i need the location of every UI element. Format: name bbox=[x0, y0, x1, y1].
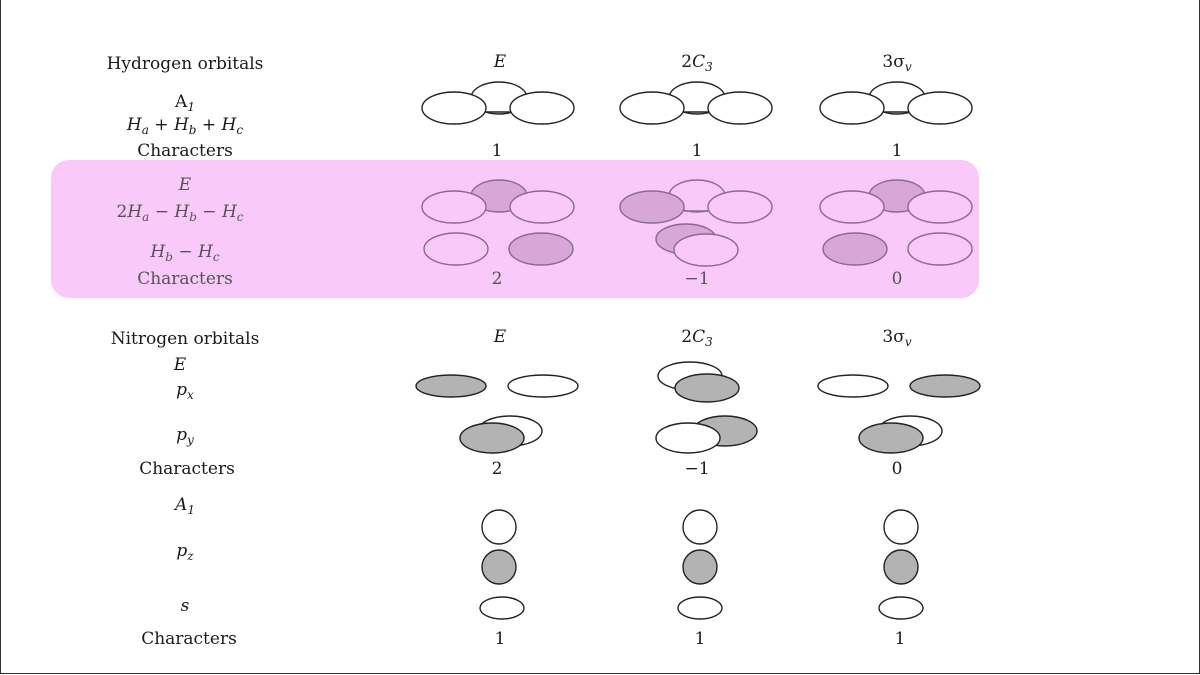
h-e-char-sigma: 0 bbox=[891, 269, 903, 289]
h-e-orbital-2-c3 bbox=[655, 223, 739, 267]
h-e-combination-2: Hb − Hc bbox=[150, 242, 220, 264]
n-a1-char-sigma: 1 bbox=[894, 629, 906, 649]
n-e-char-sigma: 0 bbox=[891, 459, 903, 479]
h-e-label: E bbox=[178, 175, 192, 195]
h-a1-char-e: 1 bbox=[491, 141, 503, 161]
n-py-label: py bbox=[176, 425, 194, 447]
h-e-orbital-1-e bbox=[421, 179, 575, 224]
h-e-orbital-1-sigma bbox=[819, 179, 973, 224]
nitrogen-orbitals-title: Nitrogen orbitals bbox=[110, 329, 260, 349]
n-a1-label: A1 bbox=[175, 495, 195, 517]
n-e-label: E bbox=[173, 355, 187, 375]
h-e-char-c3: −1 bbox=[684, 269, 710, 289]
n-e-char-c3: −1 bbox=[684, 459, 710, 479]
n-s-orbital-c3 bbox=[677, 596, 723, 620]
h-e-orbital-2-sigma bbox=[822, 232, 973, 266]
n-s-orbital-sigma bbox=[878, 596, 924, 620]
h-e-char-e: 2 bbox=[491, 269, 503, 289]
n-e-characters-label: Characters bbox=[139, 459, 235, 479]
n-e-char-e: 2 bbox=[491, 459, 503, 479]
h-a1-orbital-sigma bbox=[819, 81, 973, 125]
h-a1-orbital-e bbox=[421, 81, 575, 125]
n-pz-label: pz bbox=[176, 541, 194, 563]
h-e-combination-1: 2Ha − Hb − Hc bbox=[116, 202, 244, 224]
n-px-orbital-e bbox=[415, 374, 579, 398]
n-px-label: px bbox=[176, 380, 194, 402]
n-py-orbital-e bbox=[459, 415, 543, 454]
n-pz-orbital-c3 bbox=[682, 509, 718, 585]
n-pz-orbital-e bbox=[481, 509, 517, 585]
n-py-orbital-c3 bbox=[655, 415, 758, 454]
n-s-label: s bbox=[180, 596, 190, 616]
h-op-c3: 2C3 bbox=[681, 52, 713, 74]
h-a1-char-c3: 1 bbox=[691, 141, 703, 161]
h-e-orbital-2-e bbox=[423, 232, 574, 266]
n-py-orbital-sigma bbox=[858, 415, 943, 454]
h-a1-label: A1 bbox=[175, 92, 195, 114]
n-s-orbital-e bbox=[479, 596, 525, 620]
h-a1-characters-label: Characters bbox=[137, 141, 233, 161]
n-op-sigma-v: 3σv bbox=[882, 327, 912, 349]
n-pz-orbital-sigma bbox=[883, 509, 919, 585]
n-px-orbital-sigma bbox=[817, 374, 981, 398]
n-a1-characters-label: Characters bbox=[141, 629, 237, 649]
h-op-sigma-v: 3σv bbox=[882, 52, 912, 74]
hydrogen-orbitals-title: Hydrogen orbitals bbox=[106, 54, 264, 74]
h-a1-char-sigma: 1 bbox=[891, 141, 903, 161]
n-a1-char-e: 1 bbox=[494, 629, 506, 649]
n-a1-char-c3: 1 bbox=[694, 629, 706, 649]
h-e-orbital-1-c3 bbox=[619, 179, 773, 224]
h-e-characters-label: Characters bbox=[137, 269, 233, 289]
n-op-e: E bbox=[493, 327, 507, 347]
n-px-orbital-c3 bbox=[657, 361, 740, 403]
h-a1-combination: Ha + Hb + Hc bbox=[126, 115, 244, 137]
h-a1-orbital-c3 bbox=[619, 81, 773, 125]
n-op-c3: 2C3 bbox=[681, 327, 713, 349]
h-op-e: E bbox=[493, 52, 507, 72]
